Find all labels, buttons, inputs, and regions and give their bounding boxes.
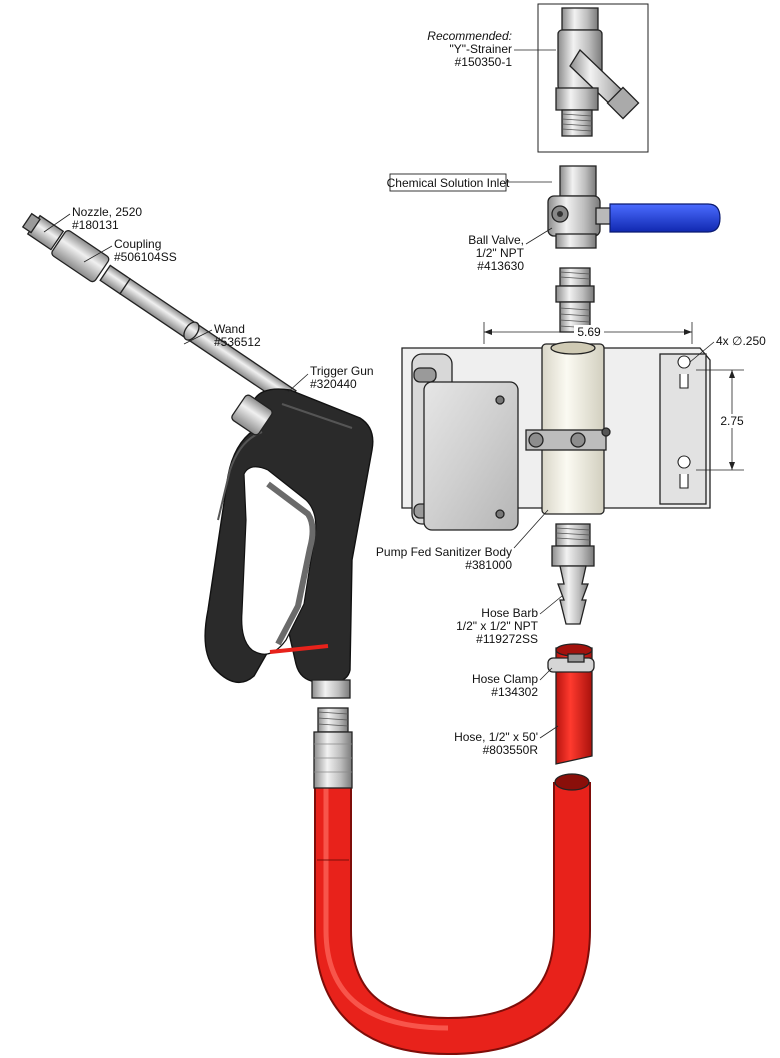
wand-part-label: #536512 — [214, 335, 261, 349]
y-strainer — [537, 3, 649, 153]
inlet-label-box — [389, 173, 507, 192]
trigger-gun — [204, 388, 374, 699]
hose-loop — [314, 773, 591, 1056]
wand-name-label: Wand — [214, 322, 245, 336]
ball-valve-name-label: Ball Valve, — [468, 233, 524, 247]
nozzle-part-label: #180131 — [72, 218, 119, 232]
hose-end-fitting — [313, 707, 353, 789]
coupling-name-label: Coupling — [114, 237, 161, 251]
pipe-nipple — [555, 267, 595, 333]
clamp-name-label: Hose Clamp — [472, 672, 538, 686]
hose-barb — [551, 523, 595, 625]
ball-valve-part-label: #413630 — [477, 259, 524, 273]
ball-valve — [547, 165, 721, 249]
barb-size-label: 1/2" x 1/2" NPT — [456, 619, 539, 633]
trigger-name-label: Trigger Gun — [310, 364, 374, 378]
strainer-name-label: "Y"-Strainer — [449, 42, 512, 56]
strainer-recommended-label: Recommended: — [427, 29, 512, 43]
coupling-part-label: #506104SS — [114, 250, 177, 264]
ball-valve-size-label: 1/2" NPT — [476, 246, 525, 260]
body-name-label: Pump Fed Sanitizer Body — [376, 545, 512, 559]
gun-outlet-fitting — [311, 679, 351, 699]
barb-name-label: Hose Barb — [481, 606, 538, 620]
barb-part-label: #119272SS — [476, 632, 538, 646]
ball-valve-handle — [609, 203, 721, 233]
nozzle-name-label: Nozzle, 2520 — [72, 205, 142, 219]
dimension-width-value: 5.69 — [577, 325, 601, 339]
dimension-height — [696, 369, 748, 471]
clamp-part-label: #134302 — [491, 685, 538, 699]
coupling — [51, 230, 110, 283]
dimension-width — [483, 322, 693, 344]
wand-assembly — [21, 212, 297, 407]
hose-upper-segment — [547, 643, 595, 765]
trigger-lock-red — [269, 644, 329, 654]
wand-tube — [119, 277, 297, 407]
hose-part-label: #803550R — [483, 743, 539, 757]
strainer-part-label: #150350-1 — [455, 55, 513, 69]
hose-name-label: Hose, 1/2" x 50' — [454, 730, 538, 744]
dimension-holes-value: 4x ∅.250 — [716, 334, 766, 348]
sanitizer-body-assembly — [401, 341, 711, 531]
inlet-label: Chemical Solution Inlet — [387, 176, 510, 190]
trigger-part-label: #320440 — [310, 377, 357, 391]
body-part-label: #381000 — [465, 558, 512, 572]
dimension-height-value: 2.75 — [720, 414, 744, 428]
